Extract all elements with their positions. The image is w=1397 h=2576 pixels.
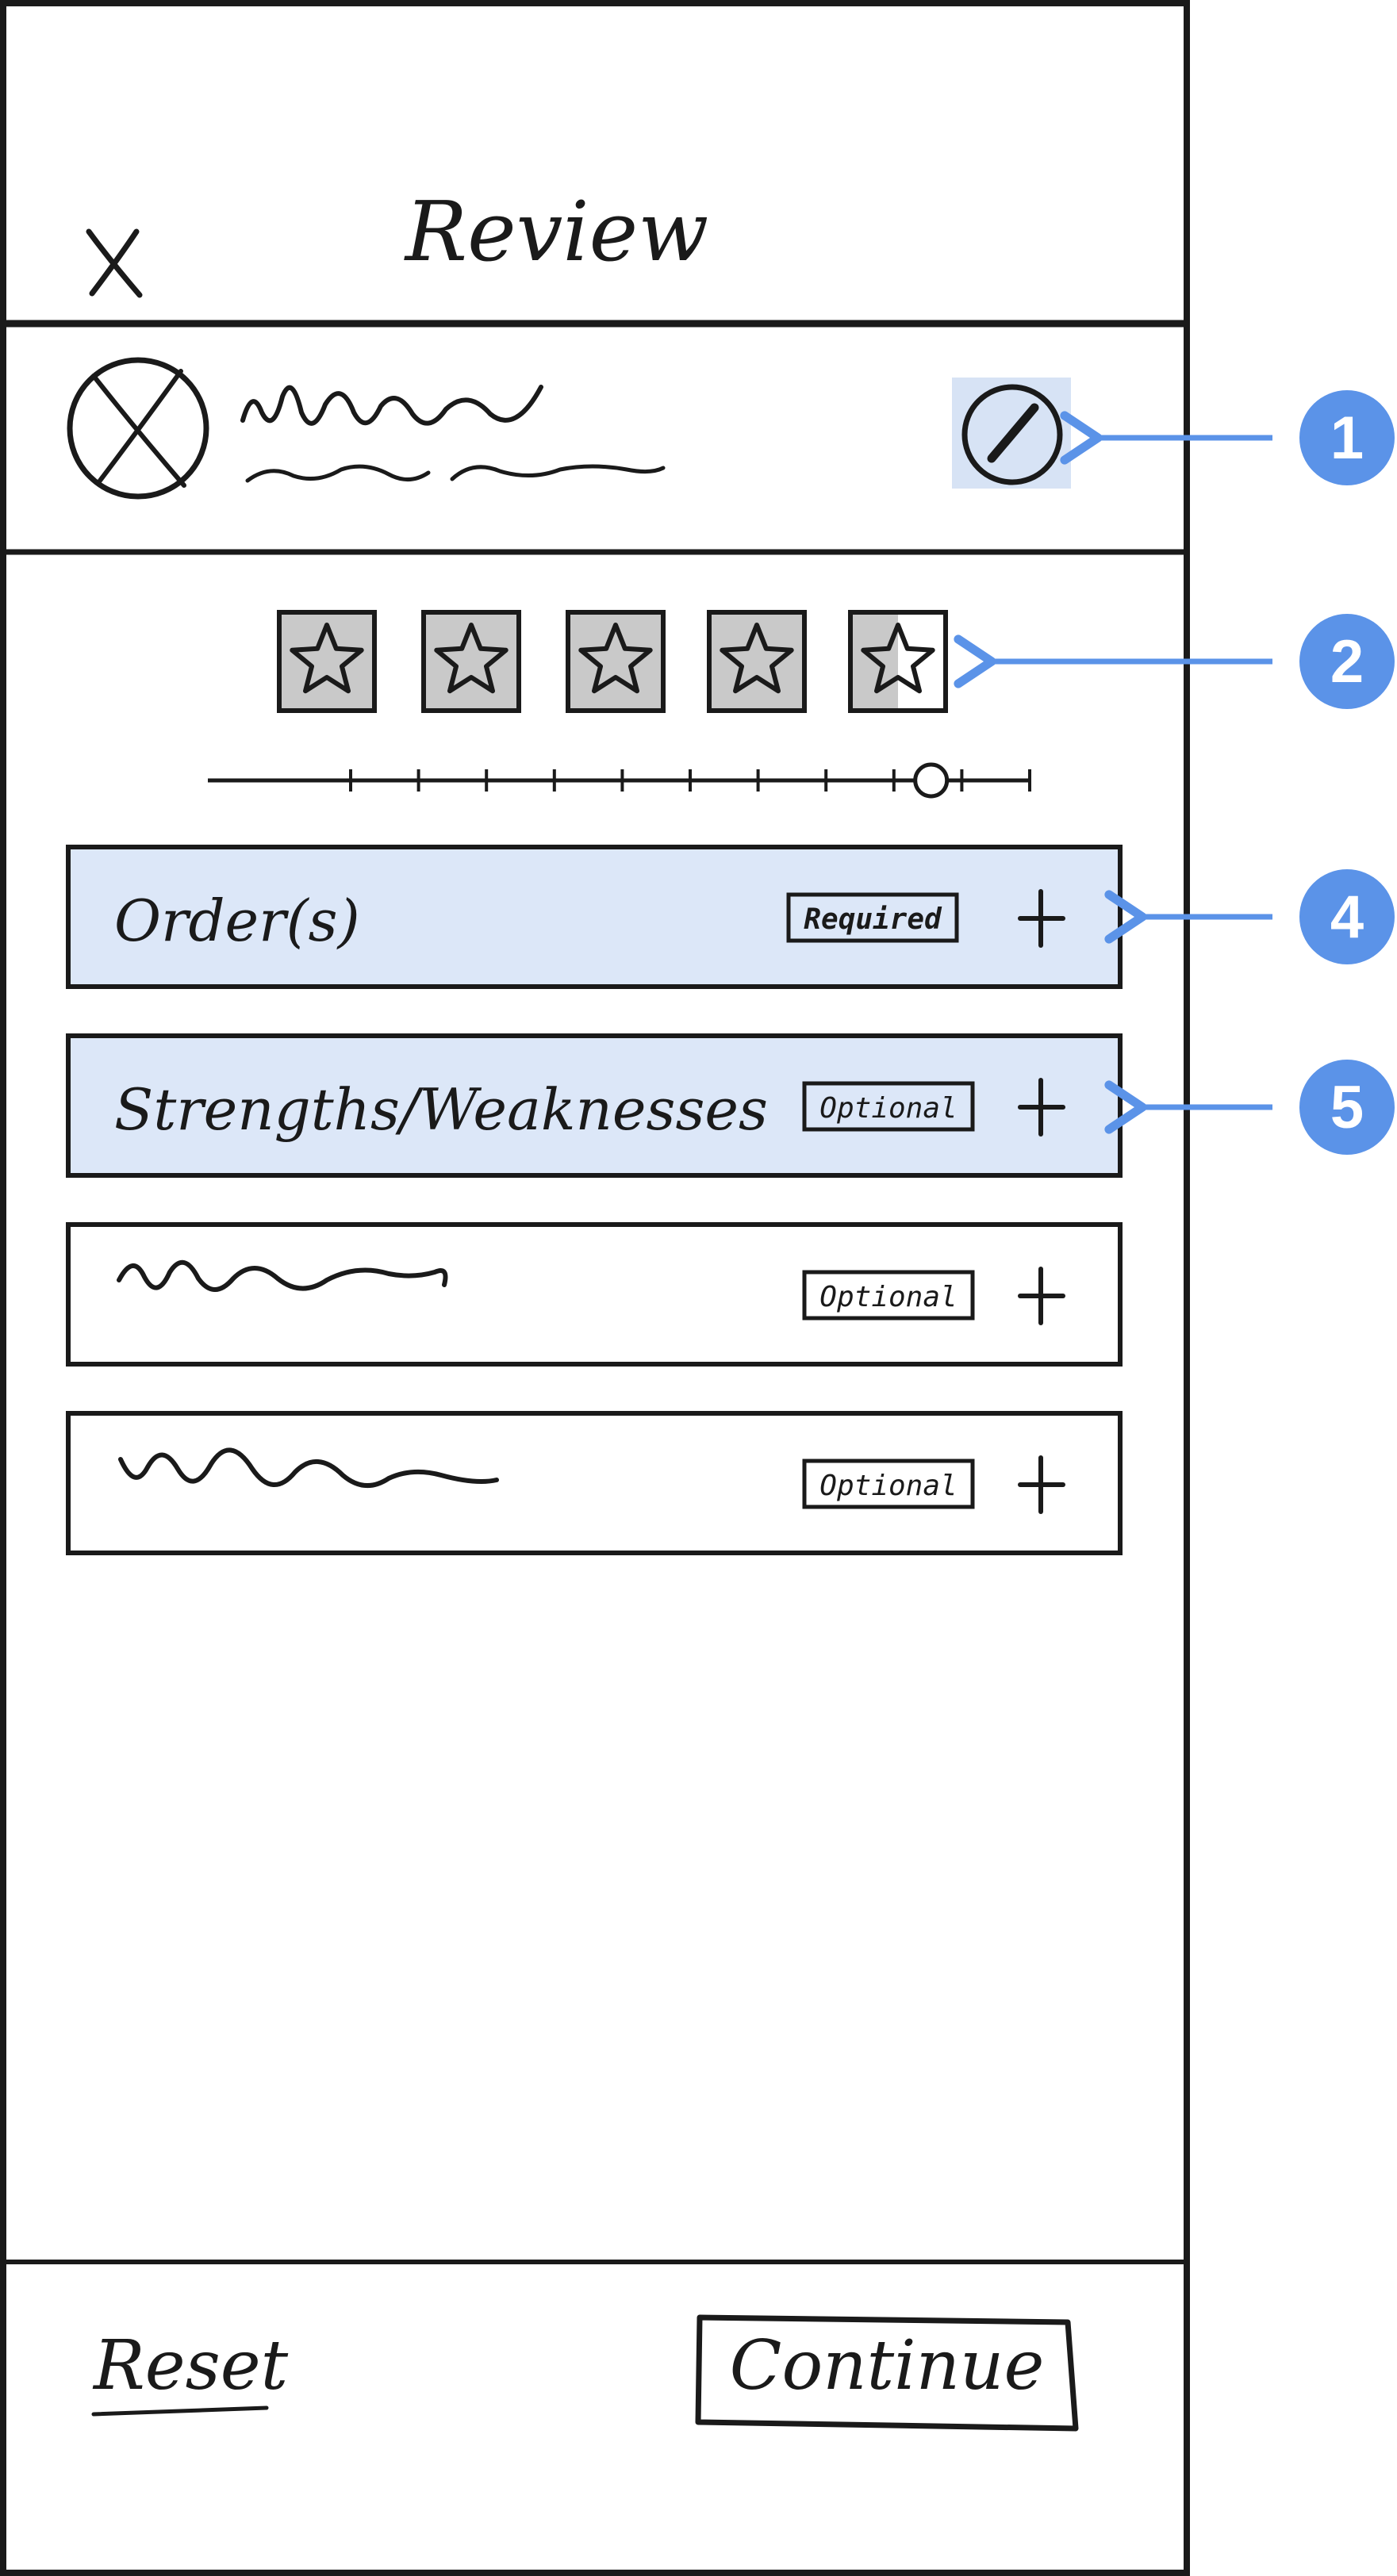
plus-icon[interactable] bbox=[1018, 1267, 1065, 1325]
section-badge: Optional bbox=[819, 1470, 957, 1502]
callouts: 1 2 4 5 bbox=[954, 390, 1395, 1155]
callout-badge bbox=[1299, 390, 1395, 485]
star-2[interactable] bbox=[421, 610, 521, 713]
slider-knob[interactable] bbox=[913, 762, 950, 799]
section-badge: Optional bbox=[819, 1281, 957, 1313]
callout-badge bbox=[1299, 869, 1395, 964]
page-title: Review bbox=[404, 183, 708, 280]
rating-slider[interactable] bbox=[208, 762, 1031, 799]
star-icon bbox=[290, 623, 364, 694]
edit-button[interactable] bbox=[952, 378, 1071, 489]
callout-2: 2 bbox=[954, 614, 1395, 709]
star-5[interactable] bbox=[848, 610, 948, 713]
callout-5: 5 bbox=[1104, 1060, 1395, 1155]
star-icon bbox=[720, 623, 794, 694]
callout-number: 1 bbox=[1330, 404, 1364, 472]
section-box bbox=[66, 1033, 1123, 1178]
product-subtitle-scribble bbox=[245, 464, 666, 483]
section-orders[interactable]: Order(s) Required bbox=[66, 845, 1123, 989]
continue-button[interactable]: Continue bbox=[695, 2314, 1079, 2432]
section-badge-box bbox=[786, 892, 959, 943]
callout-4: 4 bbox=[1104, 869, 1395, 964]
plus-icon[interactable] bbox=[1018, 889, 1065, 948]
plus-icon[interactable] bbox=[1018, 1078, 1065, 1137]
section-box bbox=[66, 1411, 1123, 1555]
header: Review bbox=[5, 183, 1185, 328]
reset-button[interactable]: Reset bbox=[91, 2326, 289, 2417]
callout-badge bbox=[1299, 1060, 1395, 1155]
pencil-edit-icon bbox=[961, 384, 1063, 485]
reset-label: Reset bbox=[92, 2326, 289, 2405]
plus-icon[interactable] bbox=[1018, 1455, 1065, 1514]
section-label-scribble bbox=[117, 1260, 448, 1292]
section-badge-box bbox=[802, 1459, 975, 1509]
callout-number: 5 bbox=[1330, 1074, 1364, 1141]
section-badge-box bbox=[802, 1081, 975, 1132]
product-name-scribble bbox=[240, 385, 543, 426]
section-label: Order(s) bbox=[114, 887, 360, 954]
star-icon bbox=[578, 623, 653, 694]
section-label: Strengths/Weaknesses bbox=[114, 1076, 768, 1143]
star-4[interactable] bbox=[707, 610, 807, 713]
callout-1: 1 bbox=[1060, 390, 1395, 485]
reset-underline bbox=[91, 2405, 269, 2417]
section-unlabeled-4[interactable]: Optional bbox=[66, 1411, 1123, 1555]
star-1[interactable] bbox=[277, 610, 377, 713]
callout-badge bbox=[1299, 614, 1395, 709]
star-icon bbox=[861, 623, 935, 694]
section-box bbox=[66, 1222, 1123, 1367]
section-badge: Required bbox=[804, 903, 942, 936]
section-unlabeled-3[interactable]: Optional bbox=[66, 1222, 1123, 1367]
close-icon[interactable] bbox=[86, 228, 143, 298]
star-rating bbox=[277, 610, 948, 713]
callout-number: 2 bbox=[1330, 628, 1364, 696]
section-box bbox=[66, 845, 1123, 989]
section-badge: Optional bbox=[819, 1092, 957, 1125]
star-icon bbox=[434, 623, 509, 694]
footer: Reset Continue bbox=[5, 2260, 1185, 2432]
continue-button-outline bbox=[695, 2314, 1079, 2432]
avatar-placeholder-icon bbox=[67, 357, 209, 500]
callout-number: 4 bbox=[1330, 884, 1364, 951]
section-label-scribble bbox=[118, 1447, 499, 1489]
star-3[interactable] bbox=[566, 610, 666, 713]
section-badge-box bbox=[802, 1270, 975, 1321]
section-strengths-weaknesses[interactable]: Strengths/Weaknesses Optional bbox=[66, 1033, 1123, 1178]
product-row bbox=[5, 357, 1185, 555]
continue-label: Continue bbox=[730, 2326, 1045, 2405]
